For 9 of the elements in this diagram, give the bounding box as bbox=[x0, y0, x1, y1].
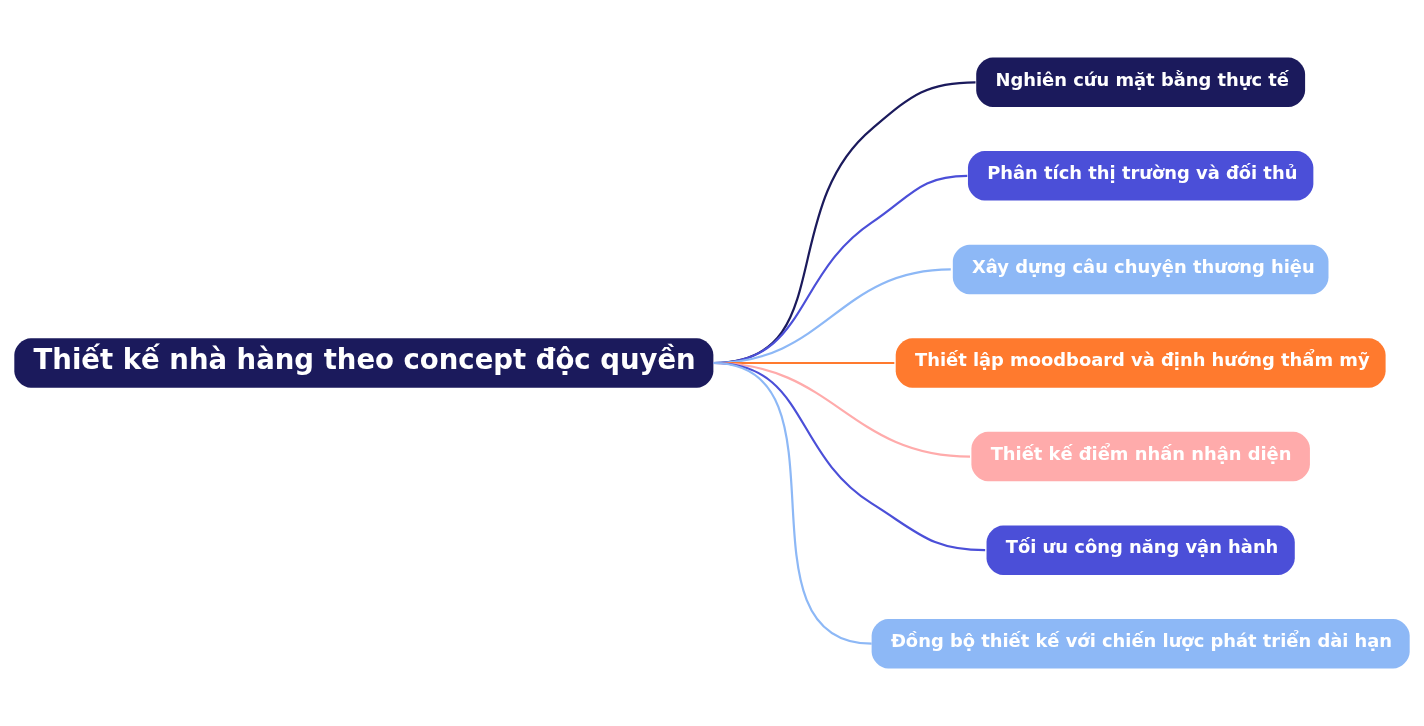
node-box: Nghiên cứu mặt bằng thực tế bbox=[976, 57, 1306, 108]
node-box: Thiết kế điểm nhấn nhận diện bbox=[971, 431, 1310, 482]
node-box: Thiết kế nhà hàng theo concept độc quyền bbox=[14, 338, 714, 388]
node-box: Thiết lập moodboard và định hướng thẩm mỹ bbox=[895, 338, 1386, 388]
node-box: Phân tích thị trường và đối thủ bbox=[967, 151, 1314, 201]
connector bbox=[713, 361, 872, 645]
node-box: Xây dựng câu chuyện thương hiệu bbox=[952, 244, 1329, 295]
node-box: Đồng bộ thiết kế với chiến lược phát triển dài hạn bbox=[871, 618, 1410, 669]
node-box: Tối ưu công năng vận hành bbox=[986, 525, 1295, 575]
